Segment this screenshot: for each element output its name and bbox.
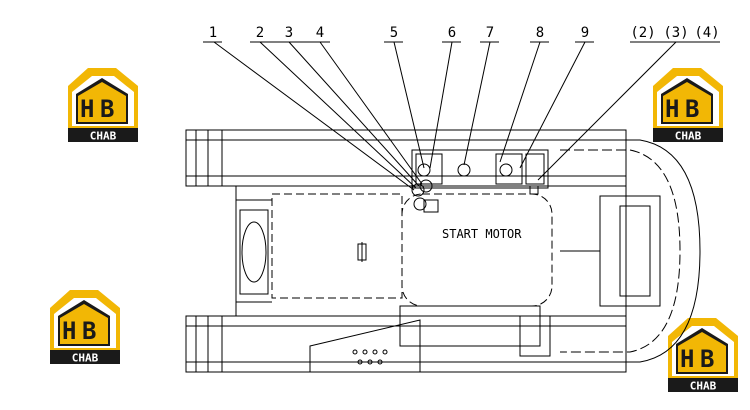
callout-9: 9 xyxy=(581,25,589,41)
callout-7: 7 xyxy=(486,25,494,41)
start-motor-label: START MOTOR xyxy=(442,227,522,241)
brand-logo-bottom-left: CHAB xyxy=(50,290,120,365)
logo-text: CHAB xyxy=(690,380,717,393)
brand-logo-bottom-right: CHAB xyxy=(668,318,738,393)
callout-4: 4 xyxy=(316,25,324,41)
brand-logo-top-right: CHAB xyxy=(653,68,723,143)
logo-text: CHAB xyxy=(675,130,702,143)
logo-text: CHAB xyxy=(90,130,117,143)
machine-plan-view xyxy=(185,129,701,373)
callout-5: 5 xyxy=(390,25,398,41)
callout-6: 6 xyxy=(448,25,456,41)
brand-logo-top-left: CHAB xyxy=(68,68,138,143)
callout-8: 8 xyxy=(536,25,544,41)
leader-lines xyxy=(213,41,677,191)
callout-2b: (2) xyxy=(630,25,655,41)
callout-1: 1 xyxy=(209,25,217,41)
callout-labels: 1 2 3 4 5 6 7 8 9 (2) (3) (4) xyxy=(209,25,720,41)
callout-4b: (4) xyxy=(694,25,719,41)
callout-3b: (3) xyxy=(663,25,688,41)
logo-text: CHAB xyxy=(72,352,99,365)
callout-2: 2 xyxy=(256,25,264,41)
callout-3: 3 xyxy=(285,25,293,41)
